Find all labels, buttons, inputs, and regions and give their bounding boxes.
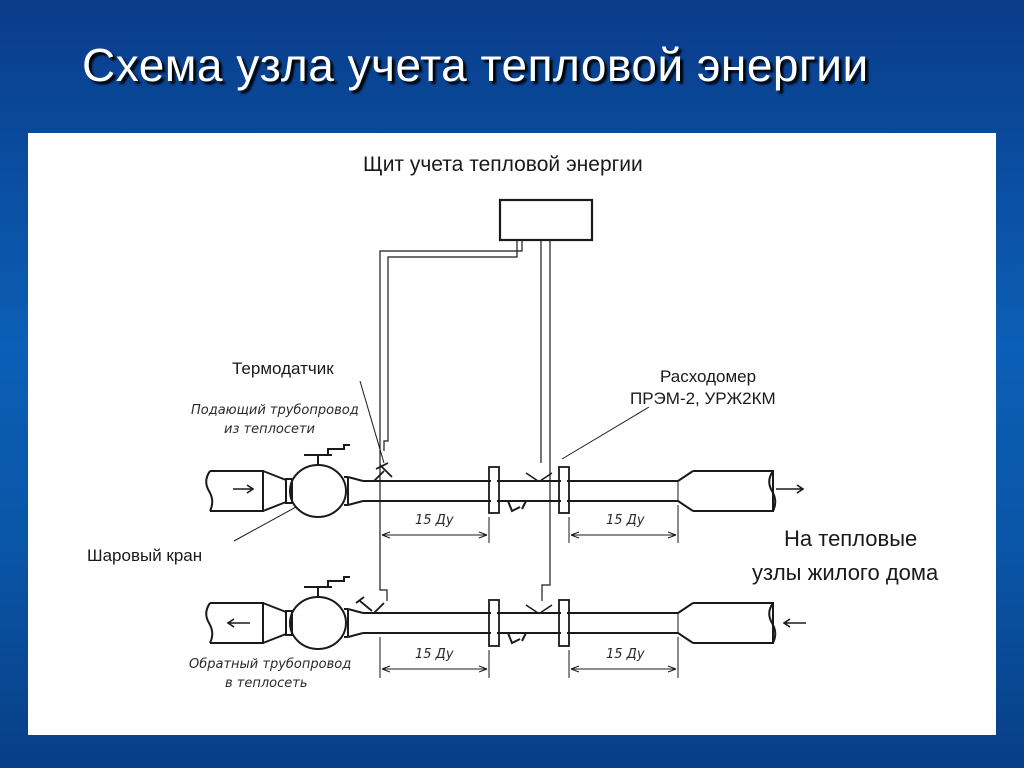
supply-ball-valve (289, 464, 347, 518)
supply-flange-2 (558, 466, 570, 514)
slide-title: Схема узла учета тепловой энергии (82, 39, 869, 91)
metering-cabinet (498, 198, 594, 242)
return-pipe-label-line2: в теплосеть (225, 676, 308, 691)
destination-label-line1: На тепловые (784, 526, 918, 551)
supply-thermosensor (373, 462, 393, 482)
return-ball-valve (289, 596, 347, 650)
thermosensor-label: Термодатчик (232, 359, 334, 378)
supply-pipe-label-line2: из теплосети (224, 422, 315, 437)
flowmeter-label-line2: ПРЭМ-2, УРЖ2КМ (630, 389, 776, 408)
diagram-panel: Щит учета тепловой энергии Термодатчик Р… (28, 133, 996, 735)
signal-cables (379, 240, 551, 601)
supply-pipeline (205, 444, 777, 518)
return-pipeline (205, 576, 777, 650)
return-pipe-label-line1: Обратный трубопровод (189, 657, 352, 672)
flow-arrows (226, 484, 806, 628)
dimension-label-supply-2: 15 Ду (606, 513, 645, 528)
flowmeter-label-line1: Расходомер (660, 367, 757, 386)
dimension-label-supply-1: 15 Ду (415, 513, 454, 528)
metering-cabinet-label: Щит учета тепловой энергии (363, 153, 643, 176)
supply-pipe-label-line1: Подающий трубопровод (191, 403, 359, 418)
heat-metering-diagram (205, 198, 806, 678)
dimension-label-return-2: 15 Ду (606, 647, 645, 662)
ball-valve-label: Шаровый кран (87, 546, 203, 565)
dimension-lines (379, 505, 679, 678)
destination-label-line2: узлы жилого дома (752, 560, 939, 585)
return-flange-1 (488, 599, 500, 647)
dimension-label-return-1: 15 Ду (415, 647, 454, 662)
return-flange-2 (558, 599, 570, 647)
leader-lines (233, 380, 650, 542)
supply-flange-1 (488, 466, 500, 514)
return-thermosensor (355, 596, 385, 614)
